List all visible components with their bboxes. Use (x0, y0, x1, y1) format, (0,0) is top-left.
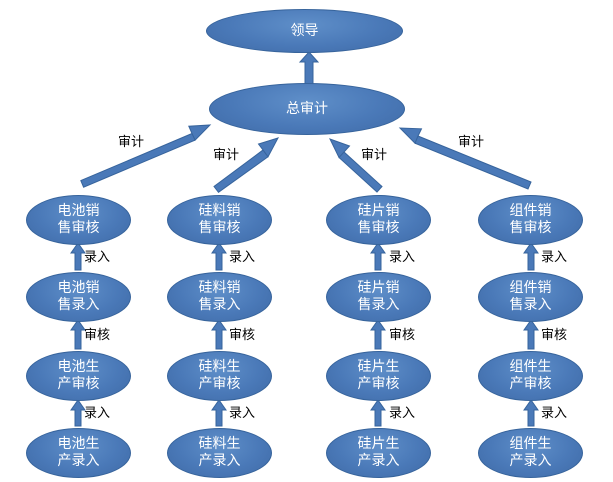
edge-label-entry: 录入 (84, 250, 111, 265)
edge-label-audit: 审核 (84, 328, 111, 343)
line: 产审核 (509, 376, 552, 392)
arrow-c1-prod (70, 399, 86, 427)
line: 硅片销 (357, 280, 400, 296)
line: 硅料销 (198, 203, 241, 219)
node-silicon-wafer-sales-entry: 硅片销售录入 (326, 272, 431, 322)
edge-label-audit-report-1: 审计 (118, 135, 145, 150)
line: 产录入 (357, 453, 400, 469)
arrow-c3-entry (370, 242, 386, 271)
line: 售录入 (57, 297, 100, 313)
line: 售审核 (509, 220, 552, 236)
arrow-audit-col4 (398, 127, 532, 190)
node-module-prod-entry: 组件生产录入 (478, 428, 583, 478)
line: 组件销 (509, 203, 552, 219)
edge-label-entry: 录入 (229, 406, 256, 421)
line: 组件生 (509, 436, 552, 452)
edge-label-entry: 录入 (389, 406, 416, 421)
node-silicon-material-sales-entry: 硅料销售录入 (167, 272, 272, 322)
node-chief-audit-label: 总审计 (286, 100, 328, 117)
line: 售审核 (198, 220, 241, 236)
edge-label-audit: 审核 (389, 328, 416, 343)
node-module-prod-audit: 组件生产审核 (478, 351, 583, 401)
arrow-c3-prod (370, 399, 386, 427)
line: 售录入 (198, 297, 241, 313)
edge-label-entry: 录入 (541, 250, 568, 265)
line: 产审核 (357, 376, 400, 392)
node-silicon-material-prod-entry: 硅料生产录入 (167, 428, 272, 478)
edge-label-entry: 录入 (389, 250, 416, 265)
arrow-c2-prod (211, 399, 227, 427)
node-module-sales-audit: 组件销售审核 (478, 195, 583, 245)
line: 产录入 (57, 453, 100, 469)
line: 硅料生 (198, 359, 241, 375)
edge-label-audit-report-4: 审计 (458, 135, 485, 150)
arrow-audit-col2 (213, 137, 280, 193)
line: 售录入 (509, 297, 552, 313)
line: 售审核 (357, 220, 400, 236)
node-battery-sales-audit: 电池销售审核 (26, 195, 131, 245)
arrow-c1-audit (70, 319, 86, 350)
line: 硅片生 (357, 436, 400, 452)
line: 硅片生 (357, 359, 400, 375)
line: 组件生 (509, 359, 552, 375)
node-leader-label: 领导 (290, 22, 319, 39)
node-silicon-material-prod-audit: 硅料生产审核 (167, 351, 272, 401)
node-silicon-wafer-sales-audit: 硅片销售审核 (326, 195, 431, 245)
line: 硅料生 (198, 436, 241, 452)
edge-label-audit: 审核 (541, 328, 568, 343)
line: 产录入 (509, 453, 552, 469)
edge-label-audit-report-3: 审计 (361, 148, 388, 163)
node-battery-prod-entry: 电池生产录入 (26, 428, 131, 478)
line: 产录入 (198, 453, 241, 469)
node-leader: 领导 (206, 9, 403, 53)
edge-label-entry: 录入 (541, 406, 568, 421)
edge-label-entry: 录入 (84, 406, 111, 421)
line: 电池生 (57, 436, 100, 452)
line: 电池销 (57, 203, 100, 219)
line: 售审核 (57, 220, 100, 236)
node-chief-audit: 总审计 (209, 83, 405, 135)
line: 售录入 (357, 297, 400, 313)
node-silicon-wafer-prod-entry: 硅片生产录入 (326, 428, 431, 478)
line: 硅片销 (357, 203, 400, 219)
arrow-c4-audit (523, 319, 539, 350)
line: 硅料销 (198, 280, 241, 296)
edge-label-entry: 录入 (229, 250, 256, 265)
node-battery-prod-audit: 电池生产审核 (26, 351, 131, 401)
line: 电池销 (57, 280, 100, 296)
line: 电池生 (57, 359, 100, 375)
node-module-sales-entry: 组件销售录入 (478, 272, 583, 322)
node-battery-sales-entry: 电池销售录入 (26, 272, 131, 322)
arrow-audit-col3 (329, 138, 383, 193)
edge-label-audit: 审核 (229, 328, 256, 343)
arrow-c2-entry (211, 242, 227, 271)
arrow-c4-entry (523, 242, 539, 271)
arrow-c2-audit (211, 319, 227, 350)
arrow-c4-prod (523, 399, 539, 427)
line: 产审核 (57, 376, 100, 392)
node-silicon-wafer-prod-audit: 硅片生产审核 (326, 351, 431, 401)
line: 产审核 (198, 376, 241, 392)
line: 组件销 (509, 280, 552, 296)
arrow-c1-entry (70, 242, 86, 271)
arrow-c3-audit (370, 319, 386, 350)
edge-label-audit-report-2: 审计 (213, 148, 240, 163)
node-silicon-material-sales-audit: 硅料销售审核 (167, 195, 272, 245)
arrow-audit-col1 (80, 124, 212, 188)
